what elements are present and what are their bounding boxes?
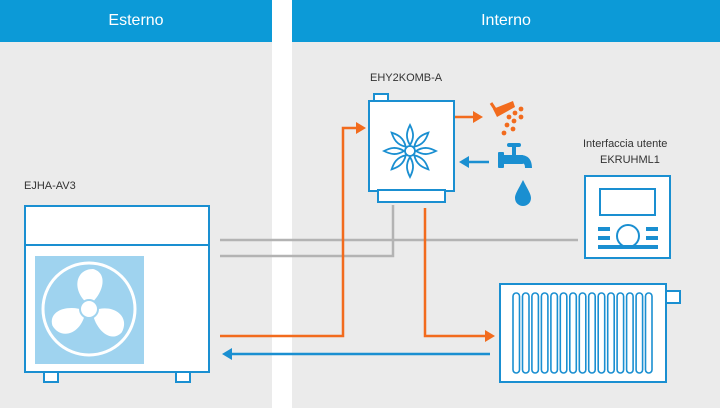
flow-to-radiator-line: [423, 208, 487, 338]
arrow-return: [222, 348, 232, 360]
heat-pump-unit: [24, 205, 210, 383]
arrow-to-boiler: [356, 122, 366, 134]
arrow-hot-water: [473, 111, 483, 123]
radiator-fin: [616, 292, 625, 374]
flame-icon: [381, 122, 439, 180]
interface-label-line2: EKRUHML1: [600, 154, 660, 166]
boiler-unit: [368, 93, 455, 203]
radiator-fin: [606, 292, 616, 374]
control-cables: [220, 205, 578, 258]
outdoor-zone-title: Esterno: [108, 12, 164, 29]
radiator-fin: [521, 292, 530, 374]
boiler-label: EHY2KOMB-A: [370, 72, 443, 84]
user-interface-device: [584, 175, 671, 259]
interface-dial: [616, 224, 640, 248]
flow-to-boiler-line: [220, 126, 358, 338]
flow-lines: [220, 115, 487, 338]
fan-icon: [41, 261, 137, 357]
interface-label-line1: Interfaccia utente: [583, 138, 668, 150]
radiator-fin: [644, 292, 653, 374]
heat-pump-foot-right: [175, 371, 191, 383]
radiator-fin: [531, 292, 540, 374]
radiator-fin: [587, 292, 597, 374]
outdoor-header-bar: [0, 0, 272, 42]
radiator-body: [499, 283, 667, 383]
heat-pump-foot-left: [43, 371, 59, 383]
water-tap-icon: [498, 143, 532, 168]
radiator-valve: [665, 290, 681, 304]
indoor-zone-title: Interno: [481, 12, 531, 29]
heat-pump-label: EJHA-AV3: [24, 180, 76, 192]
radiator-fin: [540, 292, 549, 374]
interface-screen: [599, 188, 656, 216]
arrow-to-radiator: [485, 330, 495, 342]
radiator-fin: [578, 292, 587, 374]
radiator: [499, 283, 681, 383]
radiator-fin: [512, 292, 521, 374]
radiator-fin: [568, 292, 578, 374]
boiler-base: [377, 189, 446, 203]
return-lines: [232, 160, 490, 356]
radiator-fins: [512, 292, 653, 374]
arrow-cold-water: [459, 156, 469, 168]
indoor-header-bar: [292, 0, 720, 42]
radiator-fin: [559, 292, 568, 374]
water-drop-icon: [515, 180, 531, 206]
shower-icon: [489, 101, 524, 136]
radiator-fin: [625, 292, 634, 374]
radiator-fin: [550, 292, 559, 374]
radiator-fin: [597, 292, 606, 374]
radiator-fin: [635, 292, 644, 374]
